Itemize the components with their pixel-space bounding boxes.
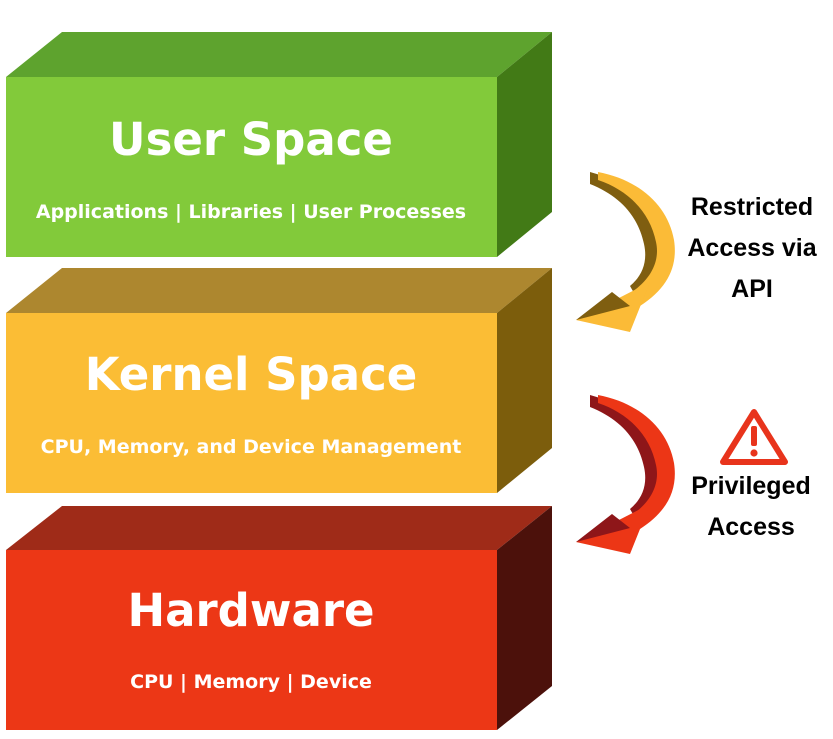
kernel-space-top-face [6, 268, 552, 313]
hardware-side-face [497, 506, 552, 730]
restricted-access-line-3: API [731, 275, 773, 303]
kernel-space-front-face [6, 313, 497, 493]
hardware-title: Hardware [127, 584, 375, 637]
user-space-title: User Space [109, 113, 393, 166]
kernel-space-subtitle: CPU, Memory, and Device Management [40, 436, 462, 458]
kernel-space-block [6, 268, 552, 493]
curved-arrow-down-icon [576, 395, 675, 554]
user-space-block [6, 32, 552, 257]
hardware-top-face [6, 506, 552, 550]
curved-arrow-down-icon [576, 172, 675, 332]
privileged-access-line-1: Privileged [691, 472, 811, 500]
privileged-access-label: Privileged Access [678, 466, 824, 548]
user-space-subtitle: Applications | Libraries | User Processe… [35, 201, 467, 223]
privileged-access-line-2: Access [707, 513, 795, 541]
warning-triangle-icon [720, 409, 788, 465]
user-space-top-face [6, 32, 552, 77]
restricted-access-line-2: Access via [687, 234, 817, 262]
hardware-subtitle: CPU | Memory | Device [130, 671, 372, 693]
hardware-block [6, 506, 552, 730]
user-space-side-face [497, 32, 552, 257]
kernel-space-side-face [497, 268, 552, 493]
user-space-front-face [6, 77, 497, 257]
kernel-space-title: Kernel Space [84, 348, 418, 401]
restricted-access-line-1: Restricted [690, 193, 814, 221]
hardware-front-face [6, 550, 497, 730]
restricted-access-label: Restricted Access via API [676, 187, 828, 310]
